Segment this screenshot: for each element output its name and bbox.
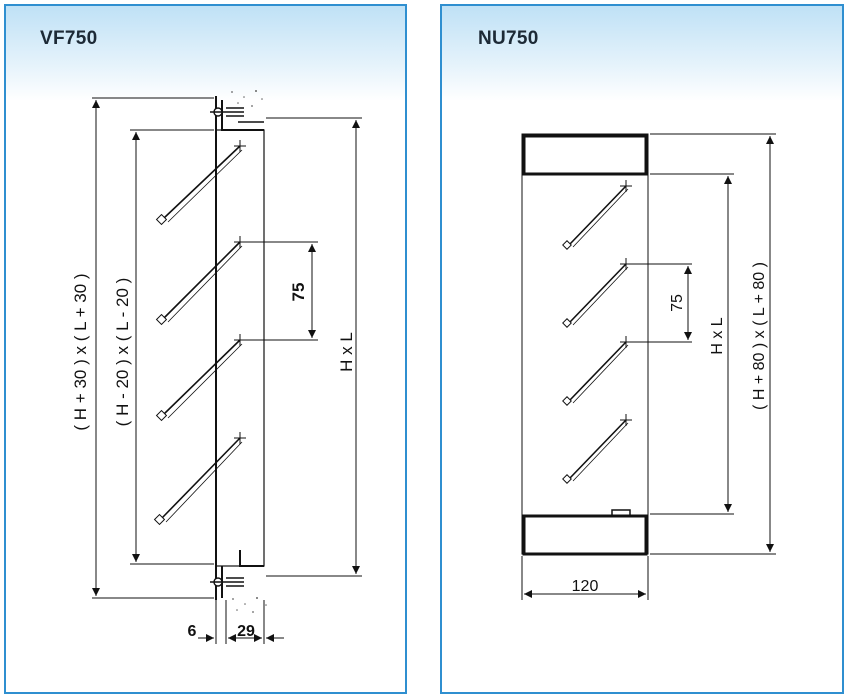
dim-b-label: 29 — [237, 623, 255, 640]
dim-inner — [130, 129, 214, 565]
blade — [155, 140, 246, 226]
top-box — [522, 134, 648, 176]
dim-spacing — [244, 241, 318, 341]
dim-bottom — [198, 600, 284, 644]
blade — [153, 432, 246, 526]
vf750-title: VF750 — [40, 28, 98, 49]
blade — [562, 258, 632, 328]
dim-hl — [266, 117, 362, 577]
dim-outer-label: ( H + 30 ) x ( L + 30 ) — [71, 273, 90, 430]
nu750-title: NU750 — [478, 28, 539, 49]
dim-nu-outer-label: ( H + 80 ) x ( L + 80 ) — [751, 262, 768, 410]
vf750-drawing — [92, 90, 362, 644]
vf750-panel: VF750 — [4, 4, 407, 694]
nu750-panel: NU750 — [440, 4, 844, 694]
vf750-frame — [215, 129, 265, 567]
dim-nu-width-label: 120 — [572, 578, 599, 595]
dim-a-label: 6 — [188, 623, 197, 640]
blade — [562, 180, 632, 250]
blade — [155, 236, 246, 326]
dim-nu-width — [521, 556, 649, 600]
nu750-blades — [562, 180, 632, 484]
vf750-blades — [153, 140, 246, 526]
bottom-bracket — [239, 550, 264, 567]
blade — [562, 336, 632, 406]
bottom-box — [522, 514, 648, 556]
dim-nu-outer — [650, 133, 776, 555]
blade — [562, 414, 632, 484]
dim-spacing-label: 75 — [289, 283, 308, 302]
bottom-screw — [210, 577, 244, 587]
blade — [155, 334, 246, 422]
dim-nu-hl — [650, 173, 734, 515]
dim-inner-label: ( H - 20 ) x ( L - 20 ) — [113, 278, 132, 427]
wall-hatching — [231, 90, 267, 613]
dim-outer — [92, 97, 214, 599]
top-screw — [210, 107, 244, 117]
nu750-frame — [521, 133, 649, 555]
dim-nu-hl-label: H x L — [709, 317, 726, 354]
bottom-clip — [611, 509, 631, 516]
nu750-drawing — [521, 133, 776, 600]
top-bracket — [221, 100, 264, 131]
dim-hl-label: H x L — [337, 332, 356, 372]
dim-nu-spacing — [630, 263, 692, 343]
dim-nu-spacing-label: 75 — [669, 294, 686, 312]
